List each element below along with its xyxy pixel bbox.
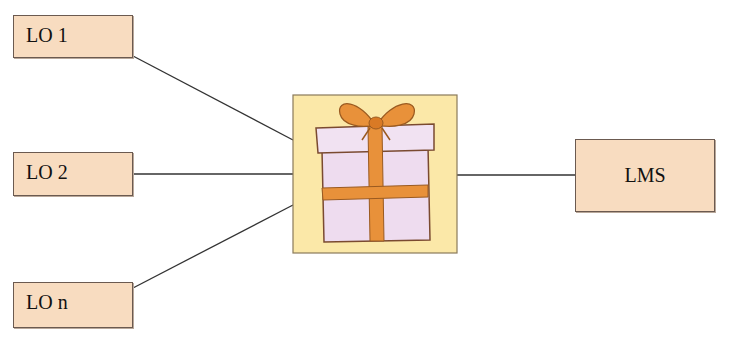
connector-line bbox=[133, 173, 293, 174]
learning-object-box: LO 1 bbox=[13, 15, 133, 58]
connector-lines bbox=[133, 56, 575, 288]
package-icon bbox=[293, 95, 457, 253]
gift-ribbon bbox=[368, 126, 384, 241]
gift-ribbon-ends bbox=[362, 128, 390, 140]
box-label: LO 2 bbox=[26, 161, 68, 183]
connector-line bbox=[133, 205, 293, 288]
connector-line bbox=[457, 174, 575, 175]
box-label: LO n bbox=[26, 291, 68, 313]
box-label: LO 1 bbox=[26, 24, 68, 46]
gift-ribbon bbox=[322, 185, 428, 200]
box-label: LMS bbox=[624, 164, 665, 187]
connector-line bbox=[133, 56, 293, 140]
learning-object-box: LO n bbox=[13, 282, 133, 328]
icon-frame bbox=[293, 95, 457, 253]
learning-object-box: LO 2 bbox=[13, 152, 133, 196]
gift-knot bbox=[369, 117, 383, 129]
lms-box: LMS bbox=[575, 139, 715, 212]
